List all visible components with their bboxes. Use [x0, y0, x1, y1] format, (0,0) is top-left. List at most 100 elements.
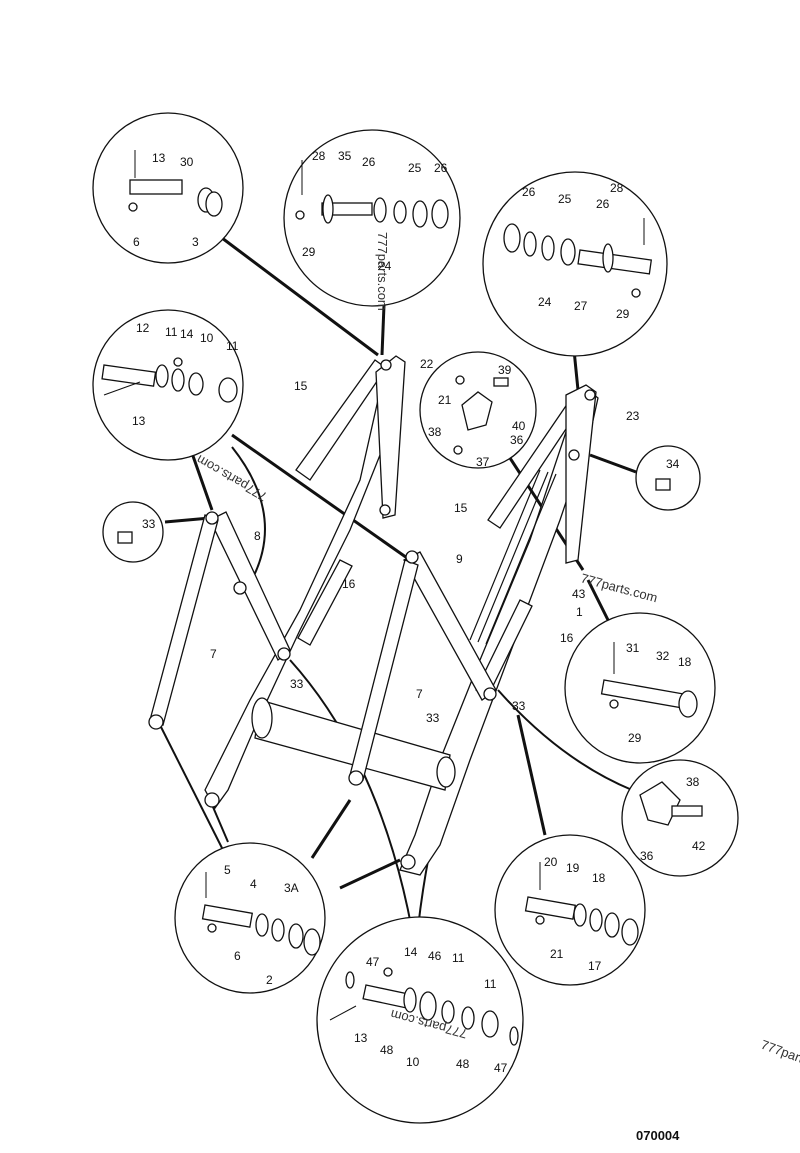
circlip-drawing: [509, 1026, 519, 1046]
callout-number: 25: [408, 161, 422, 175]
leader-line: [231, 433, 411, 562]
callout-number: 39: [498, 363, 512, 377]
detail-circle-4: [92, 309, 244, 461]
bolt-drawing: [103, 381, 141, 396]
watermark: 777parts.com: [759, 1037, 800, 1078]
bellcrank-23: [565, 384, 597, 564]
washer-drawing: [322, 194, 334, 224]
leader-line: [380, 304, 386, 356]
bush-drawing: [541, 235, 555, 261]
pivot-pin: [148, 714, 164, 730]
callout-number: 42: [692, 839, 706, 853]
detail-circle-outline: [635, 445, 701, 511]
detail-circle-outline: [92, 309, 244, 461]
callout-number: 14: [180, 327, 194, 341]
watermark: 777parts.com: [194, 452, 270, 504]
washer-drawing: [481, 1010, 499, 1038]
callout-number: 3: [192, 235, 199, 249]
callout-number: 33: [142, 517, 156, 531]
circlip-drawing: [345, 971, 355, 989]
callout-number: 5: [224, 863, 231, 877]
callout-number: 28: [610, 181, 624, 195]
callout-number: 20: [544, 855, 558, 869]
pivot-pin: [380, 359, 392, 371]
detail-circle-outline: [283, 129, 461, 307]
bush-drawing: [288, 923, 304, 949]
seal-drawing: [303, 928, 321, 956]
valve-rods: [469, 469, 557, 645]
callout-number: 14: [404, 945, 418, 959]
callout-number: 9: [456, 552, 463, 566]
washer-drawing: [503, 223, 521, 253]
bolt-drawing: [671, 805, 703, 817]
detail-circle-5: [419, 351, 537, 469]
callout-number: 16: [560, 631, 574, 645]
pin-drawing: [321, 202, 373, 216]
detail-circle-11: [494, 834, 646, 986]
callout-number: 7: [210, 647, 217, 661]
drawing-code: 070004: [636, 1128, 680, 1143]
callout-number: 28: [312, 149, 326, 163]
callout-number: 10: [406, 1055, 420, 1069]
leader-line: [589, 453, 637, 474]
callout-number: 23: [626, 409, 640, 423]
callout-number: 13: [152, 151, 166, 165]
bolt-drawing: [493, 377, 509, 387]
leader-line: [339, 858, 401, 890]
callouts-circle-1: 13 30 6 3: [133, 151, 199, 249]
callouts-circle-11: 20 19 18 21 17: [544, 855, 606, 973]
callout-number: 35: [338, 149, 352, 163]
bush-drawing: [271, 918, 285, 942]
callout-number: 21: [550, 947, 564, 961]
washer-drawing: [431, 199, 449, 229]
callout-number: 16: [342, 577, 356, 591]
callout-number: 13: [132, 414, 146, 428]
leader-line: [516, 714, 547, 836]
nipple-drawing: [173, 357, 183, 367]
pivot-pin: [205, 511, 219, 525]
bush-drawing: [523, 231, 537, 257]
callout-number: 15: [294, 379, 308, 393]
callout-number: 33: [426, 711, 440, 725]
frame-callouts: 15 22 8 16 7 33 9 15 23 43 1 16 7 33 33: [210, 357, 640, 725]
washer-drawing: [205, 191, 223, 217]
callout-number: 26: [596, 197, 610, 211]
callouts-circle-10: 5 4 3A 6 2: [224, 863, 299, 987]
washer-drawing: [419, 991, 437, 1021]
bush-drawing: [171, 368, 185, 392]
callouts-circle-3: 26 25 26 28 24 27 29: [522, 181, 630, 321]
bush-drawing: [373, 197, 387, 223]
callout-number: 6: [133, 235, 140, 249]
watermark: 777parts.com: [579, 570, 659, 605]
seal-drawing: [621, 918, 639, 946]
callout-number: 29: [628, 731, 642, 745]
callout-number: 17: [588, 959, 602, 973]
seal-drawing: [255, 913, 269, 937]
pivot-pin: [405, 550, 419, 564]
bush-drawing: [604, 912, 620, 938]
callout-number: 18: [592, 871, 606, 885]
callout-number: 48: [456, 1057, 470, 1071]
callout-number: 33: [290, 677, 304, 691]
detail-circle-12: [316, 916, 524, 1124]
pivot-pin: [400, 854, 416, 870]
bush-drawing: [589, 908, 603, 932]
grease-nipple-drawing: [655, 478, 671, 491]
callout-number: 31: [626, 641, 640, 655]
nipple-drawing: [207, 923, 217, 933]
leader-line: [164, 516, 211, 524]
loader-frame: [148, 236, 637, 931]
pivot-pin: [233, 581, 247, 595]
cross-tube-end: [436, 756, 456, 788]
callout-number: 19: [566, 861, 580, 875]
callout-number: 1: [576, 605, 583, 619]
callout-number: 15: [454, 501, 468, 515]
callout-number: 2: [266, 973, 273, 987]
callouts-circle-4: 12 11 14 10 11 13: [132, 321, 239, 428]
callout-number: 36: [640, 849, 654, 863]
detail-circle-3: [482, 171, 668, 357]
seal-drawing: [412, 200, 428, 228]
nipple-drawing: [295, 210, 305, 220]
callout-number: 47: [366, 955, 380, 969]
